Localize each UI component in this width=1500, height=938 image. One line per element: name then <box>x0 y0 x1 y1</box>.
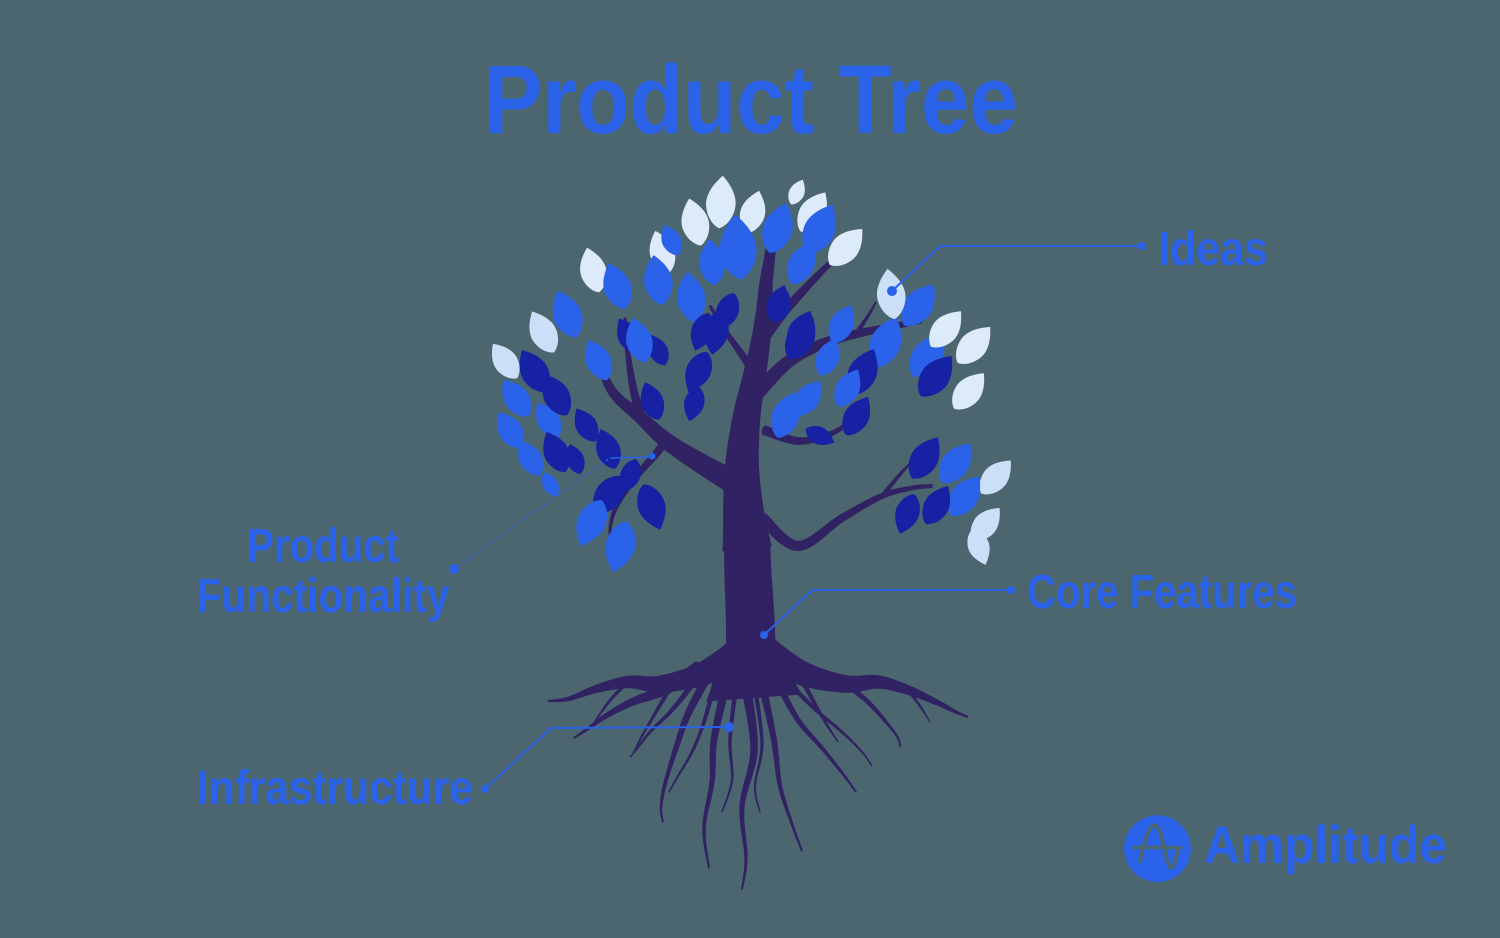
svg-text:Amplitude: Amplitude <box>1204 816 1447 875</box>
svg-text:Functionality: Functionality <box>197 570 450 623</box>
svg-text:Infrastructure: Infrastructure <box>197 762 473 815</box>
svg-text:Core Features: Core Features <box>1027 566 1297 619</box>
svg-text:Product: Product <box>247 520 399 573</box>
svg-text:Ideas: Ideas <box>1158 223 1268 276</box>
svg-text:Product Tree: Product Tree <box>484 45 1018 154</box>
